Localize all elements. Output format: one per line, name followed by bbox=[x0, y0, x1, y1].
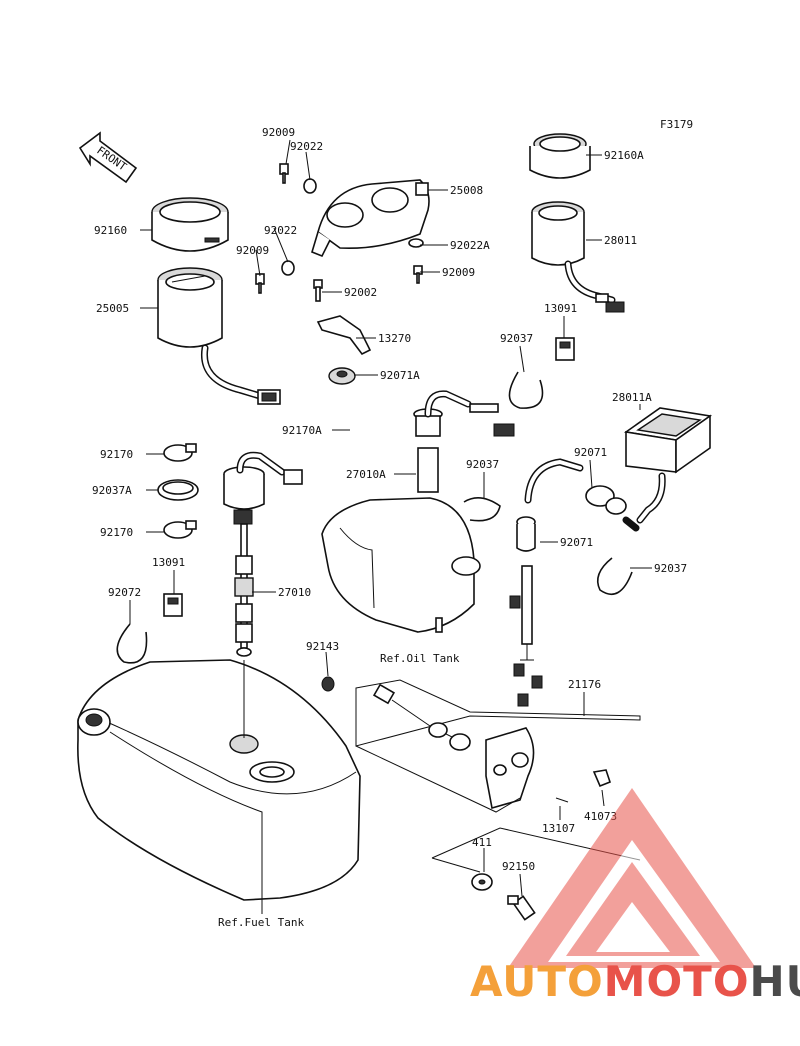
bolt-92002 bbox=[313, 279, 323, 302]
label-92022-mid: 92022 bbox=[264, 224, 297, 237]
hose-bent bbox=[524, 458, 640, 532]
meter-cover-92160 bbox=[151, 197, 229, 252]
label-92022-top: 92022 bbox=[290, 140, 323, 153]
label-411: 411 bbox=[472, 836, 492, 849]
label-13091-left: 13091 bbox=[152, 556, 185, 569]
label-13270: 13270 bbox=[378, 332, 411, 345]
meter-cover-92160A bbox=[529, 133, 591, 179]
clamp-92170-bot bbox=[163, 520, 197, 539]
label-92002: 92002 bbox=[344, 286, 377, 299]
clip-41073 bbox=[592, 769, 611, 788]
band-92072 bbox=[116, 623, 148, 664]
indicator-28011A bbox=[623, 407, 713, 524]
label-92160: 92160 bbox=[94, 224, 127, 237]
label-92071-top: 92071 bbox=[574, 446, 607, 459]
label-28011A: 28011A bbox=[612, 391, 652, 404]
bolt-92150 bbox=[507, 895, 536, 921]
sensor-assembly bbox=[355, 679, 641, 813]
ref-oil-tank-label: Ref.Oil Tank bbox=[380, 652, 460, 665]
label-92037A: 92037A bbox=[92, 484, 132, 497]
label-41073: 41073 bbox=[584, 810, 617, 823]
band-92037-right bbox=[596, 557, 633, 595]
label-92072: 92072 bbox=[108, 586, 141, 599]
label-92037-mid: 92037 bbox=[466, 458, 499, 471]
washer-92022-mid bbox=[281, 260, 295, 276]
label-25008: 25008 bbox=[450, 184, 483, 197]
clamp-13091-left bbox=[163, 593, 183, 617]
band-92037-mid bbox=[463, 497, 501, 522]
label-92170-bot: 92170 bbox=[100, 526, 133, 539]
band-92037-top bbox=[508, 371, 544, 409]
bolt-92009-right bbox=[413, 265, 423, 284]
washer-411 bbox=[471, 873, 493, 891]
label-92009-mid: 92009 bbox=[236, 244, 269, 257]
label-92160A: 92160A bbox=[604, 149, 644, 162]
level-sensor-21176 bbox=[509, 565, 543, 707]
cap-92143 bbox=[321, 676, 335, 692]
label-92037-right: 92037 bbox=[654, 562, 687, 575]
oil-tank-ref bbox=[321, 497, 481, 633]
label-92009-right: 92009 bbox=[442, 266, 475, 279]
label-13091-top: 13091 bbox=[544, 302, 577, 315]
clamp-92170-top bbox=[163, 443, 197, 462]
label-92170-top: 92170 bbox=[100, 448, 133, 461]
label-25005: 25005 bbox=[96, 302, 129, 315]
label-92022A: 92022A bbox=[450, 239, 490, 252]
label-92143: 92143 bbox=[306, 640, 339, 653]
ref-fuel-tank-label: Ref.Fuel Tank bbox=[218, 916, 304, 929]
leader-lines bbox=[129, 139, 652, 914]
washer-92022A bbox=[408, 238, 424, 248]
fuel-sender-27010 bbox=[223, 451, 303, 657]
watermark-auto: AUTO bbox=[470, 957, 604, 1006]
fuel-tank-ref bbox=[77, 659, 361, 901]
watermark-moto: MOTO bbox=[604, 957, 750, 1006]
label-92150: 92150 bbox=[502, 860, 535, 873]
watermark-logo bbox=[508, 788, 756, 968]
tachometer-28011 bbox=[531, 201, 625, 313]
pin-13107 bbox=[555, 797, 569, 803]
bolt-92009-mid bbox=[255, 273, 265, 294]
grommet-92071-top bbox=[585, 485, 627, 515]
label-27010: 27010 bbox=[278, 586, 311, 599]
label-92009-top: 92009 bbox=[262, 126, 295, 139]
band-92037A bbox=[157, 479, 199, 501]
watermark-hub: HUB bbox=[750, 957, 800, 1006]
grommet-92071-mid bbox=[516, 516, 536, 552]
label-92037-top: 92037 bbox=[500, 332, 533, 345]
svg-text:AUTOMOTOHUB: AUTOMOTOHUB bbox=[470, 957, 800, 1006]
meter-bracket-25008 bbox=[311, 179, 430, 258]
plate-13270 bbox=[316, 315, 372, 356]
label-92170A: 92170A bbox=[282, 424, 322, 437]
figure-code: F3179 bbox=[660, 118, 693, 131]
label-28011: 28011 bbox=[604, 234, 637, 247]
label-92071A: 92071A bbox=[380, 369, 420, 382]
watermark-text: AUTOMOTOHUB bbox=[470, 957, 800, 1006]
bolt-92009-top bbox=[279, 163, 289, 184]
clamp-13091-top bbox=[555, 337, 575, 361]
speedometer-25005 bbox=[157, 267, 281, 405]
front-arrow-icon: FRONT bbox=[78, 131, 138, 184]
label-27010A: 27010A bbox=[346, 468, 386, 481]
label-21176: 21176 bbox=[568, 678, 601, 691]
grommet-92071A bbox=[328, 367, 356, 385]
label-92071-mid: 92071 bbox=[560, 536, 593, 549]
label-13107: 13107 bbox=[542, 822, 575, 835]
washer-92022-top bbox=[303, 178, 317, 194]
